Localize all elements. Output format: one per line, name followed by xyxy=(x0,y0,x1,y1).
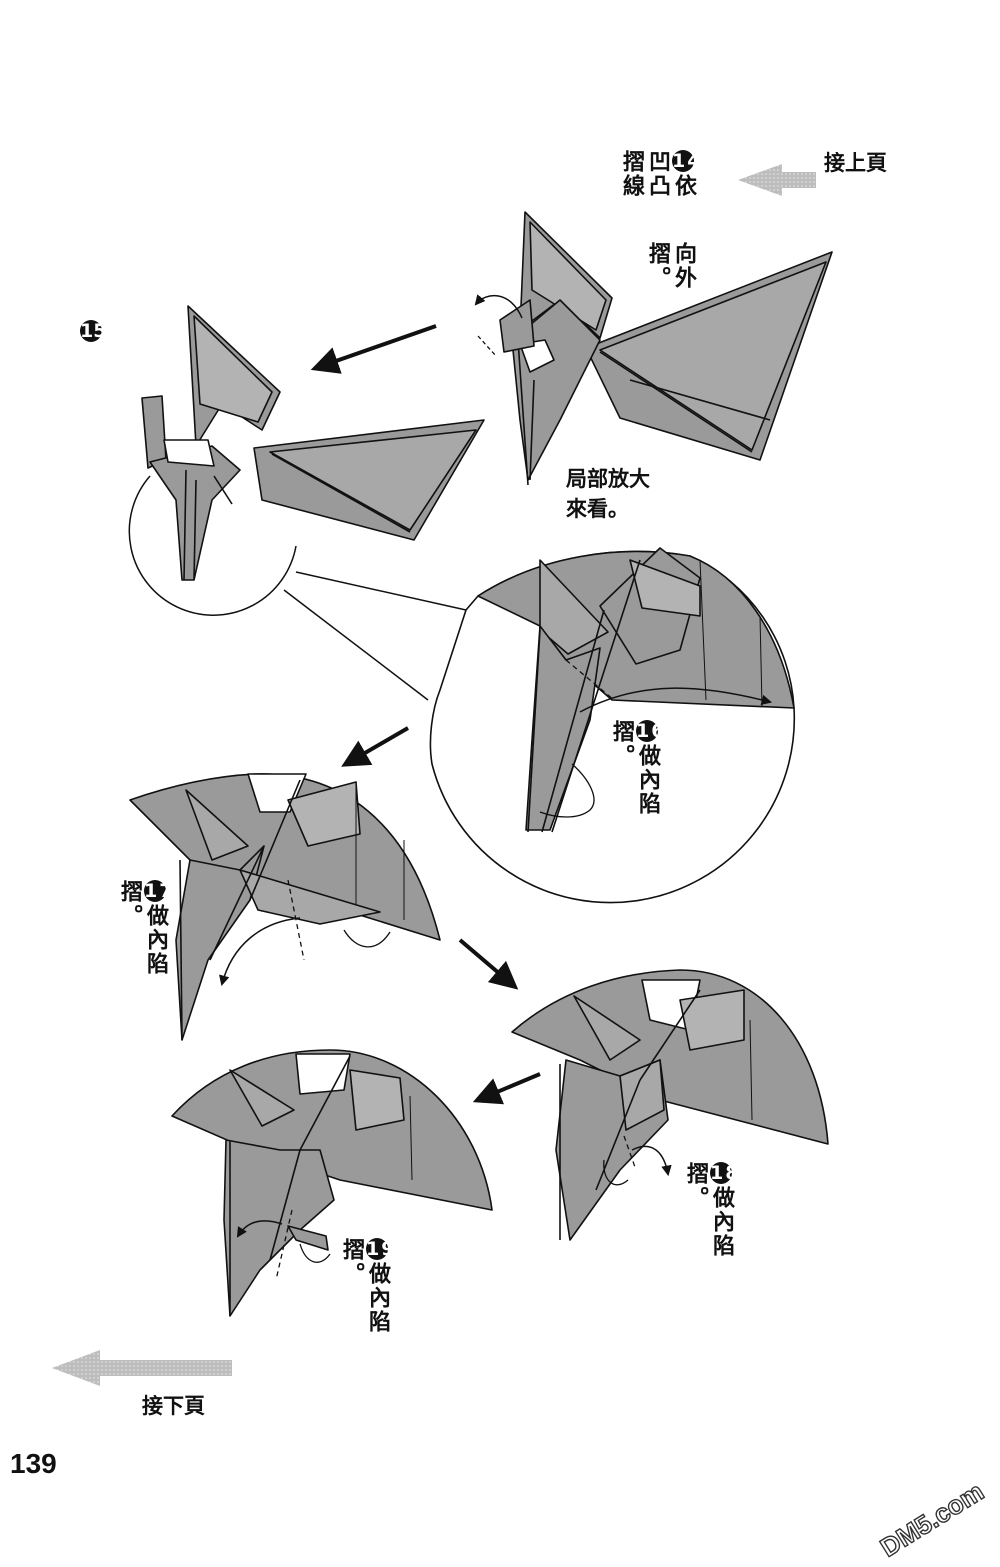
zoom-note: 局部放大 來看。 xyxy=(566,464,650,524)
step-16-number: 16 xyxy=(636,720,667,742)
step-17-detail xyxy=(129,773,441,1041)
step-19-valley-line xyxy=(275,1209,293,1281)
step-15-number: 15 xyxy=(80,320,107,342)
step-18-detail xyxy=(511,969,829,1241)
arrow-17-to-18 xyxy=(458,938,519,990)
step-16-valley-line xyxy=(565,659,615,701)
step-17-fold-arrow xyxy=(219,917,301,987)
step-14-text-2: 向外摺。 xyxy=(645,242,696,290)
step-16-loop-arrow xyxy=(539,763,595,818)
arrow-14-to-15 xyxy=(310,324,437,374)
step-14-fold-arrow xyxy=(474,294,523,319)
step-18-loop-arrow xyxy=(603,1159,629,1186)
step-19-fold-arrow xyxy=(236,1220,283,1238)
step-16-fold-arrow xyxy=(579,687,773,713)
step-16-text: 做內陷摺。 xyxy=(609,720,660,816)
step-16-instruction: 16做內陷摺。 xyxy=(608,720,667,860)
step-17-instruction: 17做內陷摺。 xyxy=(116,880,175,1020)
step-14-line-2: 向外摺。 xyxy=(618,218,696,290)
step-15-bird xyxy=(141,305,485,581)
step-18-valley-line xyxy=(623,1135,637,1171)
arrow-18-to-19 xyxy=(472,1072,541,1105)
step-19-text: 做內陷摺。 xyxy=(339,1238,390,1334)
step-19-loop-arrow xyxy=(299,1243,331,1263)
step-18-text: 做內陷摺。 xyxy=(683,1162,734,1258)
arrow-16-to-17 xyxy=(341,726,410,767)
step-14-text-1: 依凹凸摺線 xyxy=(619,150,696,198)
watermark-text: DM5.com xyxy=(875,1476,989,1558)
step-19-number: 19 xyxy=(366,1238,397,1260)
step-19-detail xyxy=(171,1049,493,1317)
zoom-note-line-2: 來看。 xyxy=(566,497,629,521)
prev-page-arrow xyxy=(738,164,816,196)
step-17-loop-arrow xyxy=(343,929,391,948)
step-18-instruction: 18做內陷摺。 xyxy=(682,1162,741,1302)
step-14-instruction: 14依凹凸摺線 向外摺。 xyxy=(618,150,703,290)
step-19-instruction: 19做內陷摺。 xyxy=(338,1238,397,1378)
zoom-callout xyxy=(128,475,467,701)
prev-page-label: 接上頁 xyxy=(824,151,887,175)
step-18-number: 18 xyxy=(710,1162,741,1184)
step-14-valley-line xyxy=(477,335,497,357)
next-page-arrow xyxy=(52,1350,232,1386)
watermark-logo: DM5.com xyxy=(874,1475,989,1558)
step-14-bird xyxy=(499,211,833,486)
zoom-note-line-1: 局部放大 xyxy=(566,467,650,491)
step-16-detail xyxy=(429,547,796,904)
step-14-line-1: 14依凹凸摺線 xyxy=(618,150,703,218)
step-17-valley-line xyxy=(287,879,305,961)
step-18-fold-arrow xyxy=(631,1145,672,1177)
step-17-number: 17 xyxy=(144,880,175,902)
next-page-label: 接下頁 xyxy=(142,1394,205,1418)
step-14-number: 14 xyxy=(672,150,703,172)
step-15-label: 15 xyxy=(80,318,107,344)
step-17-text: 做內陷摺。 xyxy=(117,880,168,976)
page-number: 139 xyxy=(10,1448,57,1479)
